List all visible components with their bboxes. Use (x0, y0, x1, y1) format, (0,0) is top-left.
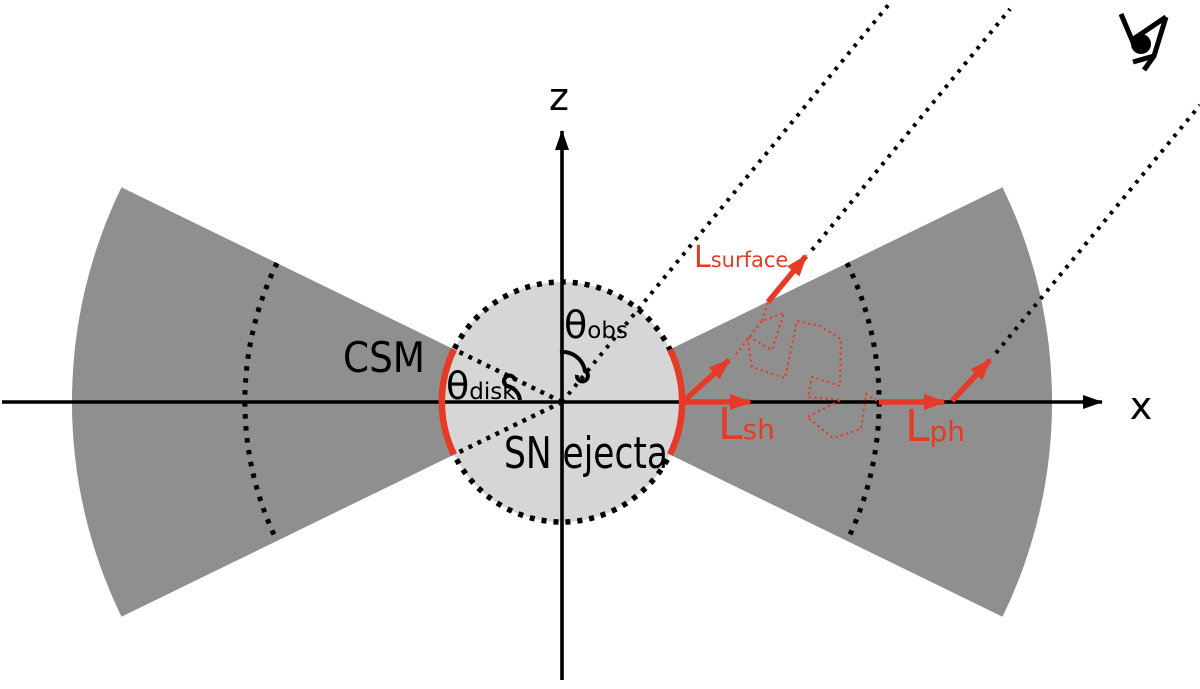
theta-disk-label: θdisk (446, 364, 516, 408)
l-ph-symbol: L (905, 401, 930, 452)
x-axis-label: x (1130, 384, 1153, 428)
l-sh-label: Lsh (718, 399, 775, 450)
shock-arc-left (438, 347, 457, 457)
l-sh-symbol: L (718, 399, 743, 450)
observer-line-center (560, 1, 892, 404)
theta-disk-angle-marker (502, 373, 522, 401)
theta-obs-symbol: θ (564, 303, 587, 347)
l-surface-label: Lsurface (694, 240, 788, 275)
shock-luminosity-arrow-diagonal (683, 357, 731, 403)
photosphere-arc-left (242, 261, 280, 543)
observer-eye-icon (1118, 13, 1169, 72)
shock-arc-right (667, 347, 686, 457)
photosphere-luminosity-arrow-diagonal (949, 358, 993, 403)
l-surface-symbol: L (694, 240, 711, 275)
theta-obs-subscript: obs (587, 318, 628, 344)
csm-label: CSM (343, 333, 425, 382)
l-ph-subscript: ph (930, 415, 966, 448)
l-ph-label: Lph (905, 401, 965, 452)
l-sh-subscript: sh (743, 413, 775, 446)
observer-line-surface (810, 7, 1012, 252)
theta-obs-angle-marker (559, 349, 590, 384)
surface-luminosity-arrow (765, 254, 809, 304)
theta-obs-label: θobs (564, 303, 628, 347)
observer-line-photosphere (994, 103, 1200, 355)
z-axis-label: z (549, 75, 569, 119)
sn-ejecta-label: SN ejecta (504, 428, 668, 479)
disk-opening-line-lower (453, 399, 563, 457)
theta-disk-subscript: disk (469, 379, 516, 405)
theta-disk-symbol: θ (446, 364, 469, 408)
photosphere-arc-right (844, 261, 882, 543)
l-surface-subscript: surface (711, 248, 789, 272)
